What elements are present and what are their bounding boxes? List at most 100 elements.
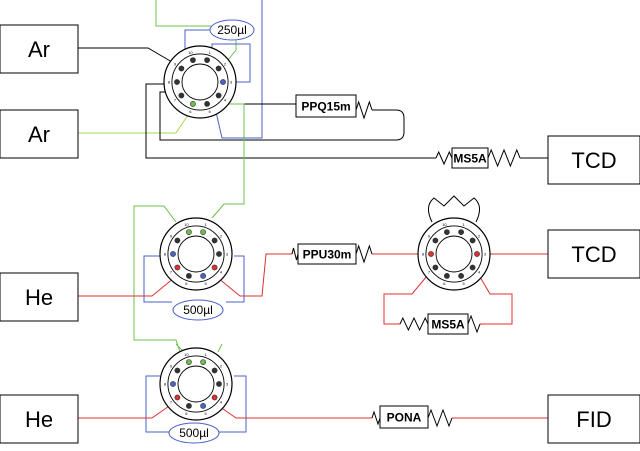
- valve-d-port-number: 3: [226, 382, 229, 387]
- ppq-column-label: PPQ15m: [301, 100, 350, 114]
- valve-c-port: [458, 272, 464, 279]
- valve-b-port: [200, 229, 206, 235]
- ms5a-mid-column-zigzag-left: [399, 316, 429, 332]
- pona-column: PONA: [371, 405, 453, 429]
- valve-d-port-number: 5: [204, 411, 207, 416]
- ms5a-mid-column-label: MS5A: [431, 318, 465, 332]
- valve-d-port-number: 4: [220, 400, 223, 405]
- tcd2-box: [547, 229, 640, 279]
- ppu-column-label: PPU30m: [303, 248, 352, 262]
- ar1-line: [78, 47, 173, 63]
- valve-a-port-number: 9: [174, 61, 177, 66]
- valve-a-port-number: 2: [224, 61, 227, 66]
- boxes: Ar Ar TCD TCD He He FID: [0, 24, 640, 444]
- valve-d-port: [216, 381, 222, 387]
- valve-b-port-number: 3: [226, 252, 229, 257]
- ppq-to-loop-line: [159, 91, 405, 141]
- valve-b-lines: [78, 205, 422, 353]
- valve-a-outer-ring: [163, 45, 237, 119]
- valve-b-port-number: 2: [220, 233, 223, 238]
- fid-label: FID: [576, 407, 611, 432]
- valve-a-mid-ring: [171, 53, 229, 111]
- valve-a-port: [220, 79, 226, 85]
- valve-a-port: [189, 101, 196, 107]
- valve-c-port: [469, 264, 476, 271]
- ppu-column-zigzag-right: [355, 244, 373, 264]
- valve-a-inner-ring: [181, 63, 219, 101]
- valve-d-port: [174, 367, 181, 374]
- valve-c-port-number: 7: [428, 270, 431, 275]
- ms5a-top-column-zigzag-right: [487, 148, 521, 168]
- valve-c-port-number: 6: [443, 281, 446, 286]
- valve-c-port-number: 5: [462, 281, 465, 286]
- he2-label: He: [25, 407, 53, 432]
- ms5a-top-column: MS5A: [435, 147, 521, 169]
- valve-a-port-number: 8: [168, 80, 171, 85]
- valve-b-port: [211, 237, 218, 244]
- valve-b-port: [211, 264, 218, 271]
- pona-column-label: PONA: [387, 411, 422, 425]
- loop-500-d-line: [145, 375, 176, 433]
- ar2-label: Ar: [28, 122, 50, 147]
- to-ppu-line: [217, 253, 292, 297]
- ms5a-top-column-label: MS5A: [453, 152, 487, 166]
- valve-d-port-number: 2: [220, 363, 223, 368]
- valve-b-port-number: 1: [204, 222, 207, 227]
- green-a-to-b-line: [211, 103, 245, 219]
- valve-a-port: [178, 65, 185, 72]
- valve-c-port: [458, 229, 464, 235]
- he1-box: [0, 272, 79, 322]
- valve-b-port: [174, 264, 181, 271]
- ar1-label: Ar: [28, 37, 50, 62]
- loop-500-b-line-2: [226, 255, 245, 303]
- loop-500-d-badge: [168, 422, 220, 444]
- valve-d-port: [185, 359, 192, 365]
- valve-b-port: [174, 237, 181, 244]
- valve-c-port-number: 4: [478, 270, 481, 275]
- valve-a-port-number: 5: [208, 109, 211, 114]
- valve-b-port: [185, 229, 192, 235]
- to-pona-line: [215, 403, 372, 419]
- valve-d-port-number: 6: [185, 411, 188, 416]
- valve-d-port: [170, 381, 176, 387]
- valve-b-port-number: 7: [170, 270, 173, 275]
- valve-a-port: [204, 57, 210, 63]
- ms5a-mid-column: MS5A: [399, 313, 481, 335]
- loop-labels: 250µl 500µl 500µl: [168, 19, 255, 444]
- valve-a-port: [174, 79, 180, 85]
- valve-d-port-number: 8: [164, 382, 167, 387]
- pona-column-zigzag-left: [371, 410, 381, 426]
- pona-column-box: [379, 405, 429, 429]
- he1-line: [78, 277, 175, 297]
- valve-c-port-number: 2: [478, 233, 481, 238]
- valve-d-mid-ring: [167, 355, 225, 413]
- valve-d-port-number: 9: [170, 363, 173, 368]
- valve-d-port: [185, 402, 192, 409]
- valve-d-port: [200, 402, 206, 409]
- tcd1-box: [547, 135, 640, 185]
- valve-c-port: [432, 237, 439, 244]
- valve-d-inner-ring: [177, 365, 215, 403]
- valve-c-port: [443, 229, 450, 235]
- valve-b-port-number: 4: [220, 270, 223, 275]
- valve-a-port: [189, 57, 196, 63]
- valve-d-port: [211, 394, 218, 401]
- loop-500-b-badge: [172, 299, 224, 321]
- valve-a-port-number: 7: [174, 98, 177, 103]
- ppq-column-box: [295, 94, 357, 118]
- he2-line: [78, 403, 173, 419]
- valve-a-port-number: 10: [188, 50, 193, 55]
- loop-250-badge: [209, 19, 255, 41]
- valve-d-port: [200, 359, 206, 365]
- valve-c-port: [469, 237, 476, 244]
- loop-500-b-label: 500µl: [183, 303, 213, 317]
- valve-c-port-number: 8: [422, 252, 425, 257]
- c-loop-ms5a-line-2: [475, 269, 513, 325]
- ppq-column-zigzag-right: [355, 100, 373, 120]
